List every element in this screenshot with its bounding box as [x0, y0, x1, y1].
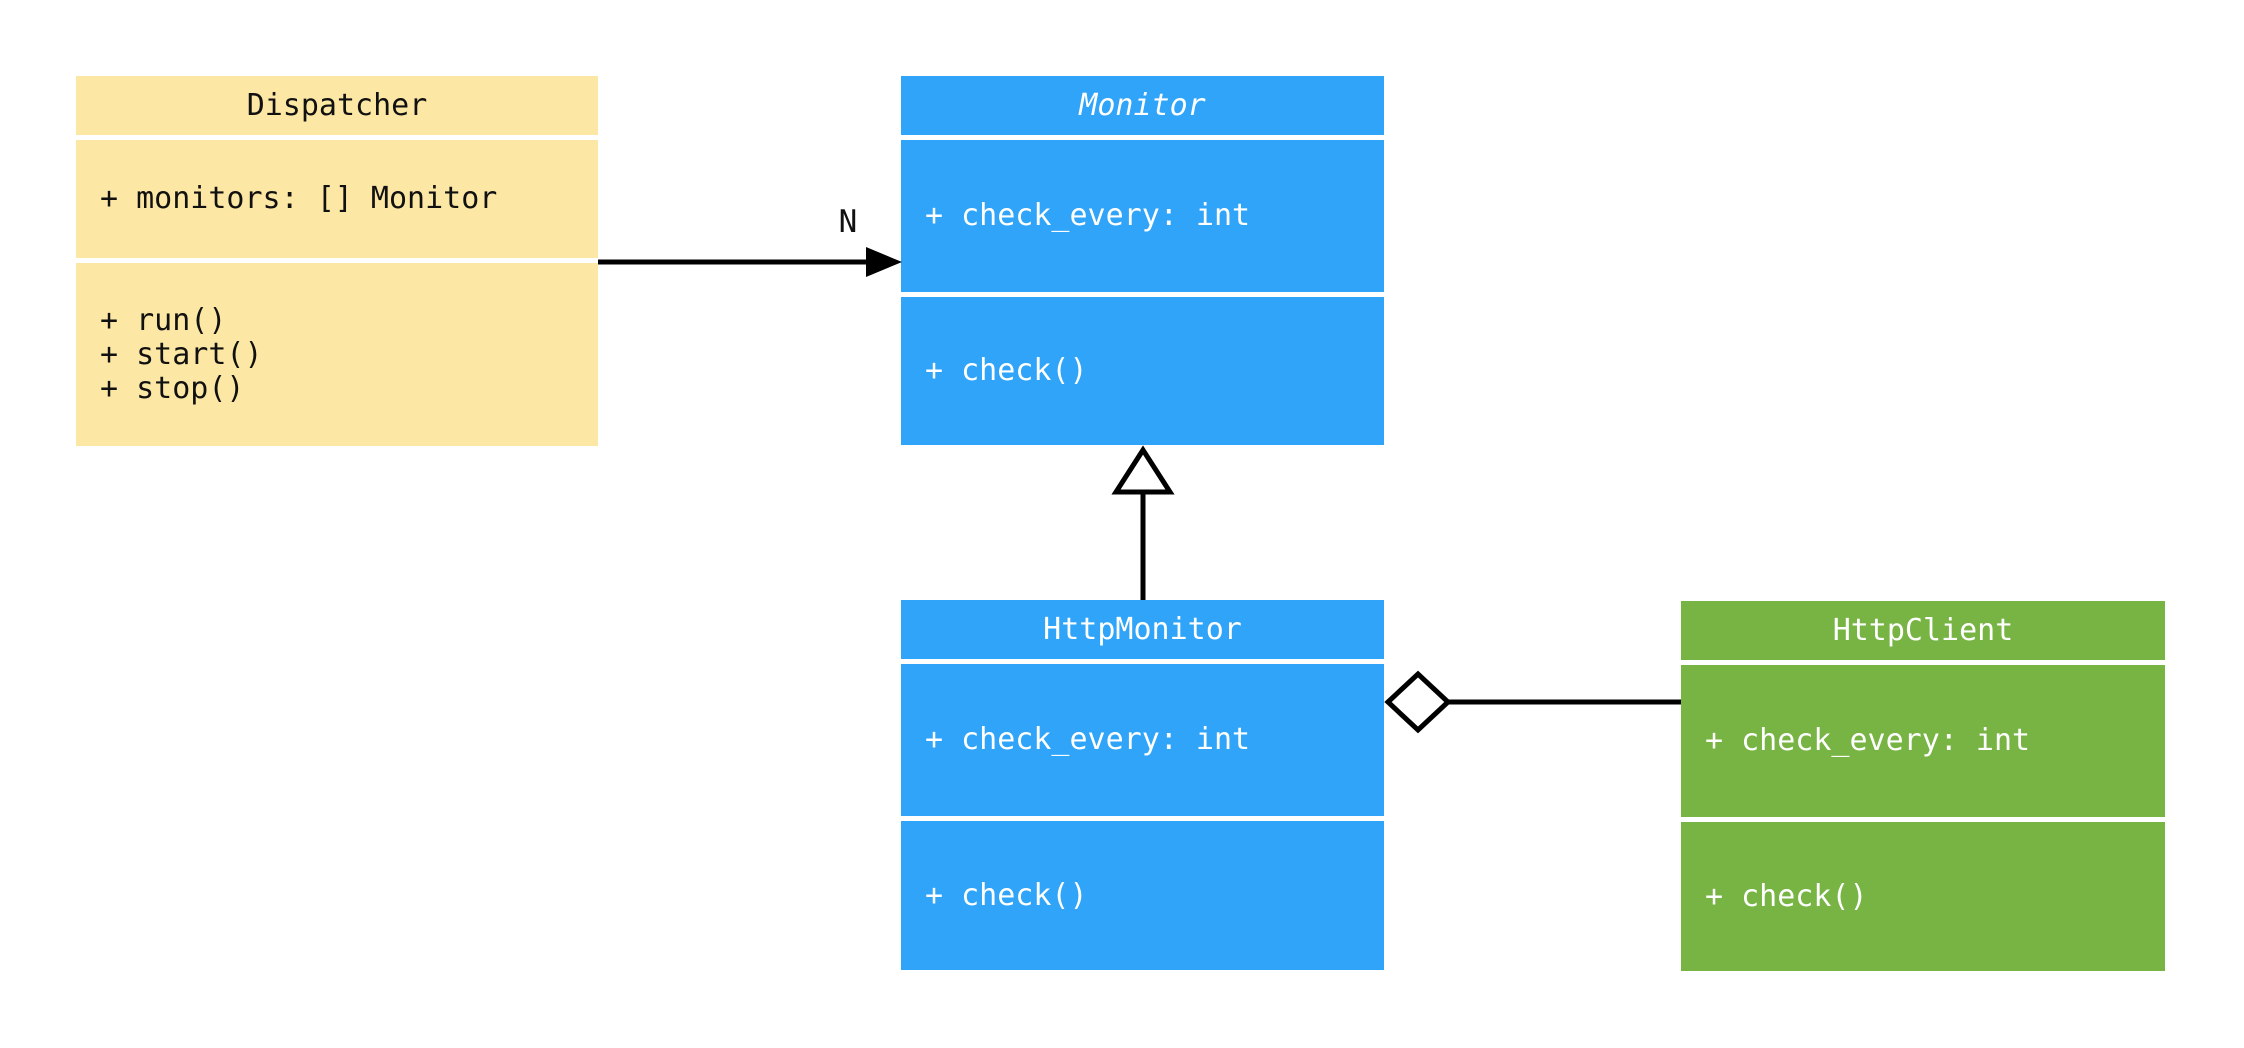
- class-box-dispatcher: Dispatcher + monitors: [] Monitor + run(…: [76, 76, 598, 446]
- attribute: + check_every: int: [1705, 723, 2031, 758]
- class-box-httpmonitor: HttpMonitor + check_every: int + check(): [901, 600, 1384, 970]
- attribute: + monitors: [] Monitor: [100, 181, 498, 216]
- method: + stop(): [100, 370, 245, 406]
- class-title-monitor: Monitor: [901, 76, 1384, 135]
- aggregation-diamond-icon: [1384, 670, 1452, 734]
- method: + start(): [100, 336, 263, 372]
- method: + check(): [925, 877, 1088, 913]
- method: + check(): [925, 353, 1088, 388]
- class-title-httpmonitor: HttpMonitor: [901, 600, 1384, 659]
- inheritance-triangle-icon: [1111, 445, 1175, 495]
- class-title-dispatcher: Dispatcher: [76, 76, 598, 135]
- class-attributes-httpclient: + check_every: int: [1681, 665, 2165, 817]
- class-attributes-httpmonitor: + check_every: int: [901, 664, 1384, 816]
- method: + check(): [1705, 878, 1868, 914]
- class-methods-httpmonitor: + check(): [901, 821, 1384, 970]
- method: + run(): [100, 302, 227, 338]
- class-title-httpclient: HttpClient: [1681, 601, 2165, 660]
- class-box-monitor: Monitor + check_every: int + check(): [901, 76, 1384, 445]
- association-multiplicity-label: N: [838, 204, 858, 240]
- class-box-httpclient: HttpClient + check_every: int + check(): [1681, 601, 2165, 971]
- class-methods-dispatcher: + run() + start() + stop(): [76, 263, 598, 446]
- class-attributes-monitor: + check_every: int: [901, 140, 1384, 292]
- class-methods-httpclient: + check(): [1681, 822, 2165, 971]
- attribute: + check_every: int: [925, 198, 1251, 233]
- attribute: + check_every: int: [925, 722, 1251, 757]
- class-methods-monitor: + check(): [901, 297, 1384, 445]
- class-attributes-dispatcher: + monitors: [] Monitor: [76, 140, 598, 258]
- association-arrowhead-icon: [866, 247, 902, 277]
